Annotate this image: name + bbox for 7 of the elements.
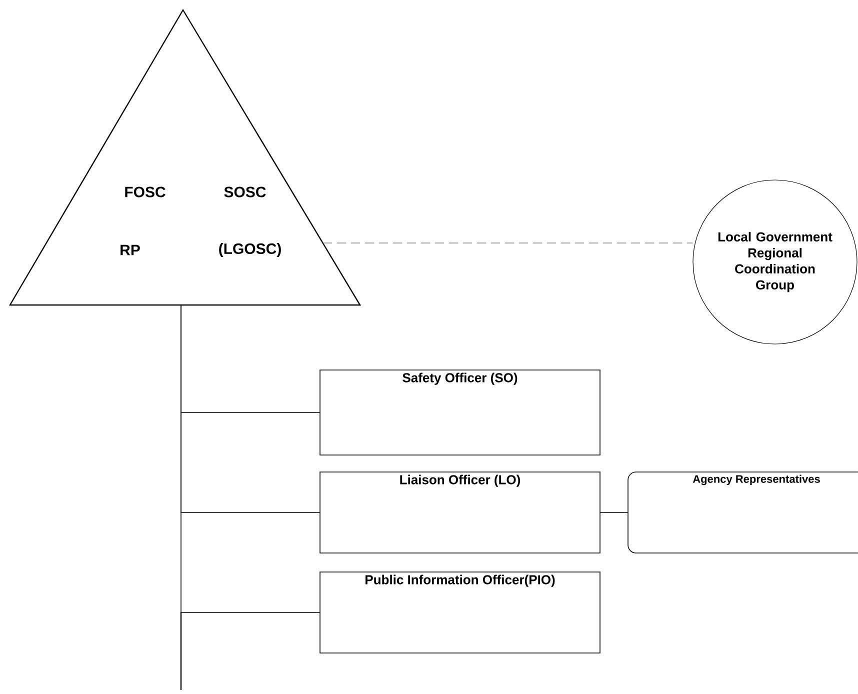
branch-connector: [180, 304, 320, 613]
role-box: Public Information Officer(PIO): [320, 572, 600, 654]
role-box: Safety Officer (SO): [320, 370, 600, 456]
rounded-box: Agency Representatives: [628, 472, 858, 554]
dashed-connector: [322, 242, 694, 244]
role-box: Liaison Officer (LO): [320, 472, 600, 554]
connector: [600, 512, 628, 513]
